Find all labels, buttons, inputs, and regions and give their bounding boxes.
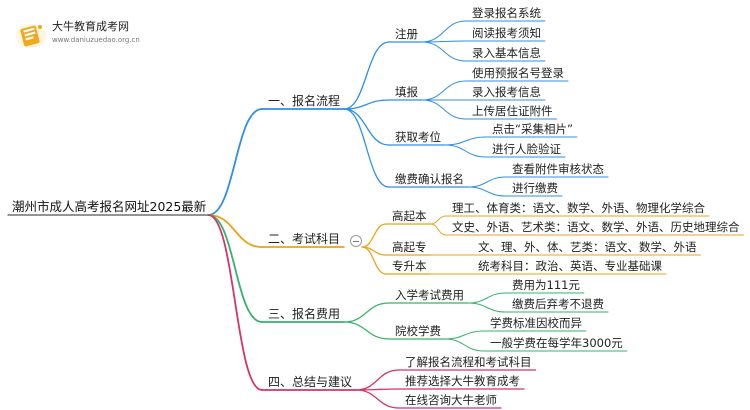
node-zhuanshengben[interactable]: 专升本 [392,259,427,273]
branch-registration-fees[interactable]: 三、报名费用 [268,307,341,321]
root-topic[interactable]: 潮州市成人高考报名网址2025最新 [12,199,207,214]
leaf-arts-subjects[interactable]: 文史、外语、艺术类：语文、数学、外语、历史地理综合 [452,220,740,234]
leaf-check-attachment-status-link [467,176,507,188]
branch-registration-process-link [207,108,263,216]
logo-name: 大牛教育成考网 [52,20,129,33]
node-gaoqiben-link [361,223,387,248]
node-gaoqizhuan[interactable]: 高起专 [392,240,427,254]
leaf-fee-111-link [467,292,507,304]
leaf-understand-process[interactable]: 了解报名流程和考试科目 [405,355,532,369]
leaf-science-subjects[interactable]: 理工、体育类：语文、数学、外语、物理化学综合 [452,201,705,215]
leaf-enter-basic-info-link [421,41,467,62]
leaf-login-prereg-number-link [421,80,467,101]
leaf-understand-process-link [355,369,400,391]
leaf-enter-exam-info[interactable]: 录入报考信息 [472,85,541,99]
node-gaoqiben[interactable]: 高起本 [392,209,427,223]
leaf-no-refund-link [467,302,507,313]
leaf-fee-111[interactable]: 费用为111元 [512,278,580,292]
leaf-consult-teacher[interactable]: 在线咨询大牛老师 [405,393,497,407]
leaf-upload-residence-permit[interactable]: 上传居住证附件 [472,104,553,118]
branch-exam-subjects-link [207,214,263,248]
leaf-science-subjects-link [430,215,447,225]
node-exam-fee[interactable]: 入学考试费用 [395,288,464,302]
leaf-make-payment-link [467,186,507,197]
node-exam-fee-link [343,302,390,323]
leaf-read-notice[interactable]: 阅读报考须知 [472,26,541,40]
branch-summary-link [207,214,263,391]
leaf-recommend-daniu[interactable]: 推荐选择大牛教育成考 [405,374,520,388]
node-zhuanshengben-link [361,246,387,275]
leaf-consult-teacher-link [355,389,400,409]
branch-summary[interactable]: 四、总结与建议 [268,375,353,389]
node-register[interactable]: 注册 [395,27,418,41]
leaf-tuition-varies[interactable]: 学费标准因校而异 [490,316,582,330]
node-register-link [343,41,390,110]
leaf-upload-residence-permit-link [421,99,467,120]
leaf-login-system[interactable]: 登录报名系统 [472,6,541,20]
leaf-make-payment[interactable]: 进行缴费 [512,181,558,195]
leaf-tuition-3000[interactable]: 一般学费在每学年3000元 [490,336,623,350]
node-get-exam-seat-link [343,108,390,146]
leaf-face-verification-link [444,144,487,158]
branch-registration-process[interactable]: 一、报名流程 [268,94,341,108]
node-fill-in-link [343,99,390,110]
leaf-login-system-link [421,20,467,43]
leaf-login-prereg-number[interactable]: 使用预报名号登录 [472,66,564,80]
leaf-zhuanshengben-subjects[interactable]: 统考科目：政治、英语、专业基础课 [478,259,662,273]
node-tuition[interactable]: 院校学费 [395,324,441,338]
leaf-no-refund[interactable]: 缴费后弃考不退费 [512,297,604,311]
node-fill-in[interactable]: 填报 [395,85,418,99]
leaf-gaoqizhuan-subjects[interactable]: 文、理、外、体、艺类：语文、数学、外语 [478,240,697,254]
branch-registration-fees-link [207,214,263,323]
leaf-click-photo-capture[interactable]: 点击“采集相片” [492,122,573,136]
book-logo-icon [16,24,46,48]
node-get-exam-seat[interactable]: 获取考位 [395,130,441,144]
leaf-arts-subjects-link [430,223,447,236]
logo: 大牛教育成考网 www.daniuzuedao.org.cn [14,14,164,54]
branch-exam-subjects[interactable]: 二、考试科目 [268,232,341,246]
node-tuition-link [343,321,390,340]
leaf-face-verification[interactable]: 进行人脸验证 [492,142,561,156]
node-pay-confirm[interactable]: 缴费确认报名 [395,172,464,186]
logo-url: www.daniuzuedao.org.cn [52,36,140,44]
leaf-enter-basic-info[interactable]: 录入基本信息 [472,46,541,60]
leaf-check-attachment-status[interactable]: 查看附件审核状态 [512,162,604,176]
leaf-tuition-varies-link [444,330,485,340]
leaf-tuition-3000-link [444,338,485,352]
collapse-toggle-icon[interactable] [350,235,362,247]
node-pay-confirm-link [343,108,390,188]
leaf-click-photo-capture-link [444,136,487,146]
